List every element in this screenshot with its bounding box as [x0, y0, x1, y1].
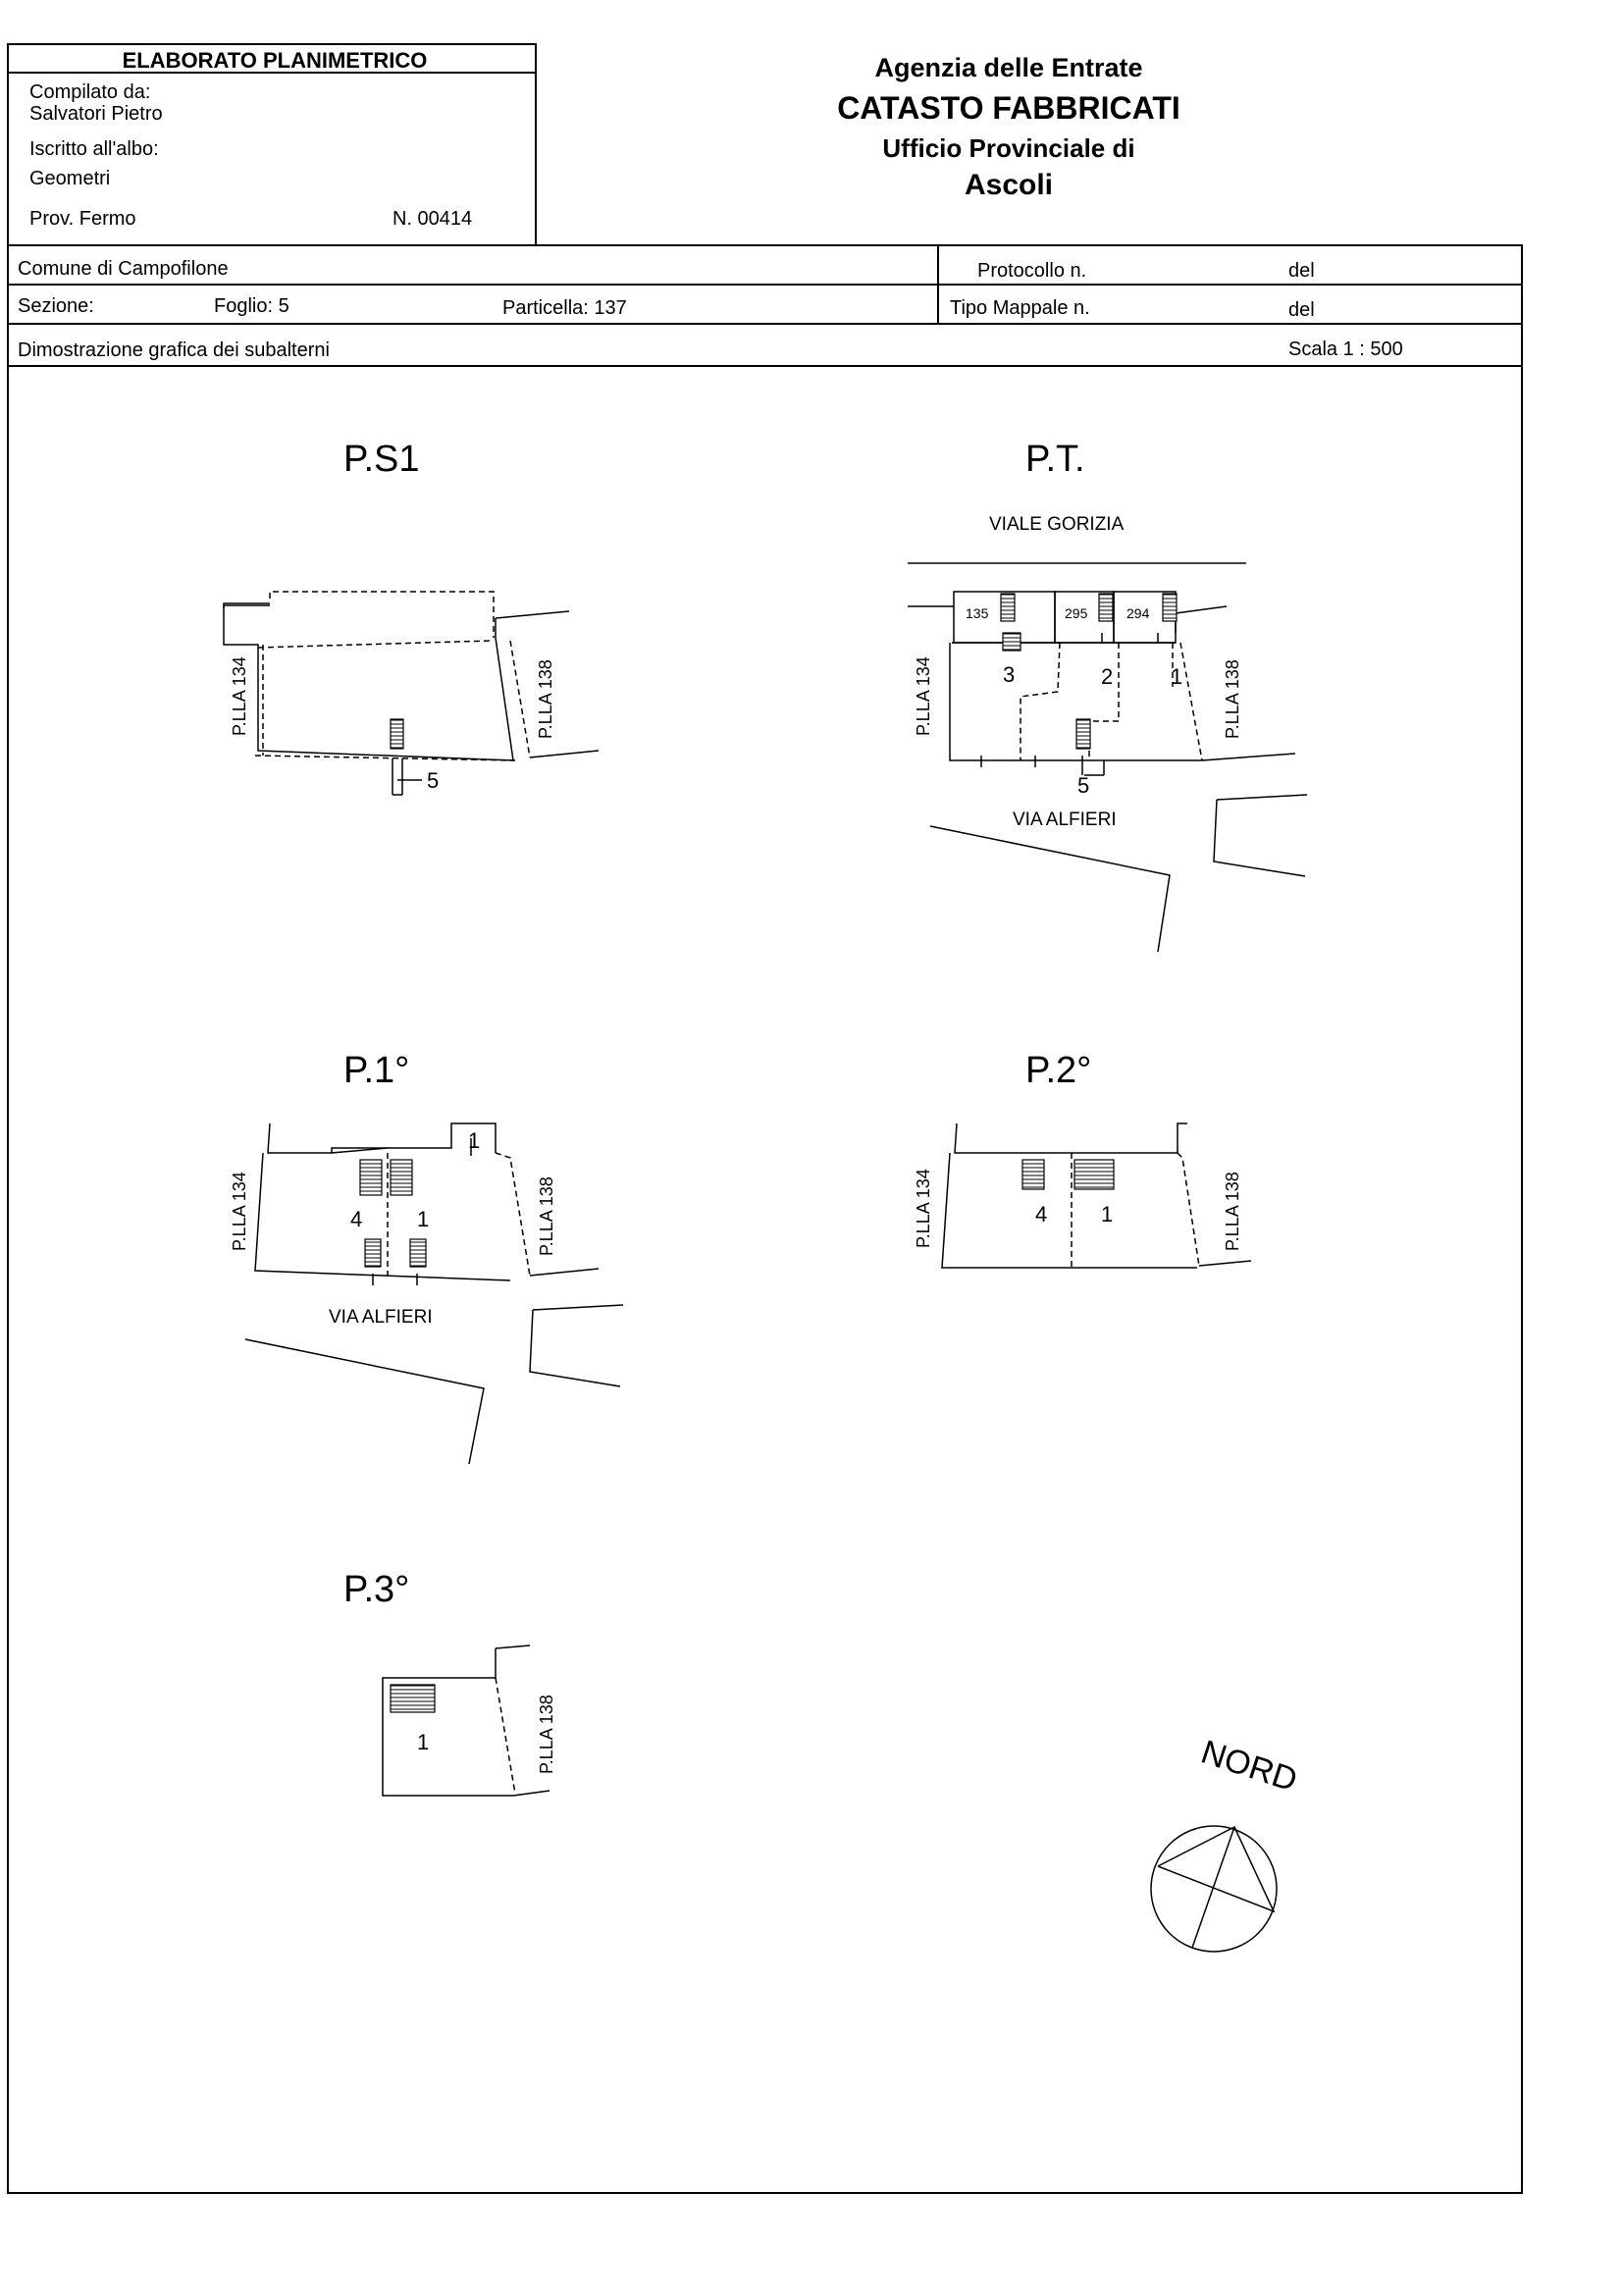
plan-ps1: P.S1 P.LLA 134 P.LLA 138 5 — [223, 439, 600, 796]
plan-p2-right-label: P.LLA 138 — [1223, 1172, 1242, 1251]
plan-p1: P.1° 1 P.LLA 134 P.LLA 138 4 1 VIA ALFIE… — [230, 1050, 624, 1465]
north-compass: NORD — [1150, 1733, 1302, 1953]
dimostrazione: Dimostrazione grafica dei subalterni — [18, 339, 330, 361]
plan-p1-street: VIA ALFIERI — [329, 1307, 433, 1328]
plan-p2-left-label: P.LLA 134 — [914, 1169, 933, 1248]
tipo-mappale-del: del — [1288, 299, 1315, 321]
registered-value: Geometri — [29, 168, 110, 189]
protocollo-del: del — [1288, 260, 1315, 282]
sezione: Sezione: — [18, 295, 94, 317]
info-rows: Comune di Campofilone Sezione: Foglio: 5… — [18, 258, 1403, 361]
box-title: ELABORATO PLANIMETRICO — [123, 48, 428, 73]
plan-ps1-right-label: P.LLA 138 — [536, 659, 555, 739]
plan-ps1-left-label: P.LLA 134 — [230, 656, 249, 736]
plan-pt-street-bottom: VIA ALFIERI — [1013, 809, 1117, 830]
agency-name: Agenzia delle Entrate — [874, 53, 1142, 82]
scala: Scala 1 : 500 — [1288, 339, 1403, 360]
foglio: Foglio: 5 — [214, 295, 289, 317]
plan-pt-title: P.T. — [1025, 439, 1085, 480]
plan-pt-sub-1: 1 — [1171, 664, 1182, 689]
compiler-box: ELABORATO PLANIMETRICO Compilato da: Sal… — [29, 48, 472, 230]
plan-p1-right-label: P.LLA 138 — [537, 1176, 556, 1256]
frame-lines — [7, 43, 1523, 2194]
compass-label: NORD — [1197, 1733, 1302, 1799]
plan-p3-right-label: P.LLA 138 — [537, 1695, 556, 1774]
plan-pt: P.T. VIALE GORIZIA — [908, 439, 1308, 953]
plan-pt-sub-5: 5 — [1077, 773, 1089, 798]
plan-pt-left-label: P.LLA 134 — [914, 656, 933, 736]
registration-number: N. 00414 — [393, 208, 472, 230]
plan-p2-title: P.2° — [1025, 1050, 1091, 1091]
plan-p3: P.3° P.LLA 138 1 — [343, 1569, 556, 1797]
plan-pt-parcel-295: 295 — [1065, 605, 1088, 621]
plan-p2-sub-1: 1 — [1101, 1202, 1113, 1226]
compiled-name: Salvatori Pietro — [29, 103, 163, 125]
plan-pt-sub-2: 2 — [1101, 664, 1113, 689]
compiled-label: Compilato da: — [29, 81, 150, 103]
plan-p1-sub-4: 4 — [350, 1207, 362, 1231]
plan-p1-title: P.1° — [343, 1050, 409, 1091]
comune: Comune di Campofilone — [18, 258, 229, 280]
office-city: Ascoli — [965, 169, 1053, 201]
plan-ps1-title: P.S1 — [343, 439, 419, 480]
plan-pt-right-label: P.LLA 138 — [1223, 659, 1242, 739]
compass-circle — [1150, 1825, 1278, 1953]
plan-p2-sub-4: 4 — [1035, 1202, 1047, 1226]
compass-arrow — [1157, 1825, 1276, 1913]
plan-ps1-sub-5: 5 — [427, 768, 439, 793]
protocollo: Protocollo n. — [977, 260, 1086, 282]
tipo-mappale: Tipo Mappale n. — [950, 297, 1090, 319]
registered-label: Iscritto all'albo: — [29, 138, 159, 160]
agency-block: Agenzia delle Entrate CATASTO FABBRICATI… — [837, 53, 1180, 201]
plan-p1-sub-1: 1 — [417, 1207, 429, 1231]
office-label: Ufficio Provinciale di — [882, 133, 1134, 163]
province: Prov. Fermo — [29, 208, 136, 230]
plan-p2: P.2° P.LLA 134 P.LLA 138 4 1 — [914, 1050, 1252, 1269]
plan-p1-sub-1-top: 1 — [468, 1128, 480, 1153]
registry-name: CATASTO FABBRICATI — [837, 90, 1180, 126]
plan-p1-left-label: P.LLA 134 — [230, 1172, 249, 1251]
plan-pt-parcel-135: 135 — [966, 605, 989, 621]
particella: Particella: 137 — [502, 297, 627, 319]
plan-pt-parcel-294: 294 — [1126, 605, 1150, 621]
plan-p3-sub-1: 1 — [417, 1730, 429, 1754]
plan-pt-sub-3: 3 — [1003, 662, 1015, 687]
plan-pt-street-top: VIALE GORIZIA — [989, 514, 1125, 535]
plan-p3-title: P.3° — [343, 1569, 409, 1610]
